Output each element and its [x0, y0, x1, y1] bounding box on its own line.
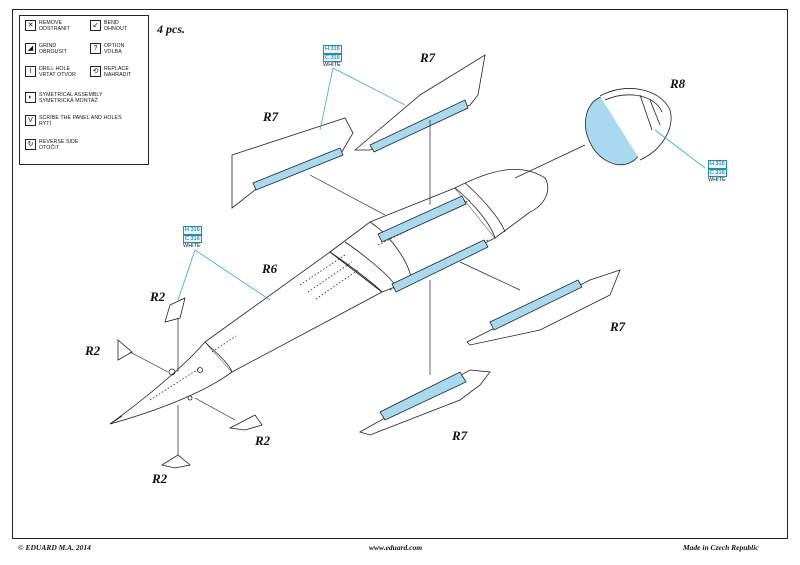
color-code-c: C 316: [183, 234, 202, 243]
missile-body: [109, 168, 549, 425]
scribe-icon: V: [25, 115, 36, 126]
legend-text: REMOVE: [39, 20, 63, 26]
r7-fin-top-center: [353, 54, 486, 153]
drill-hole-icon: ⌇: [25, 66, 36, 77]
replace-icon: ⟲: [90, 66, 101, 77]
color-callout-lines: [177, 67, 706, 301]
part-label-r2: R2: [150, 289, 166, 304]
r7-fin-bottom: [358, 369, 491, 436]
legend-text: OPTION: [104, 43, 125, 49]
color-code-h: H 316: [708, 160, 727, 169]
grind-icon: ◢: [25, 43, 36, 54]
r7-fin-top-left: [231, 117, 354, 209]
color-code-c: C 316: [323, 53, 342, 62]
symmetrical-assembly-icon: ◐: [25, 92, 36, 103]
option-icon: ?: [90, 43, 101, 54]
legend-text: ODSTRANIT: [39, 26, 70, 32]
remove-icon: ✕: [25, 20, 36, 31]
color-tag-top: H 316 C 316 WHITE: [323, 45, 342, 69]
legend-text: VRTAT OTVOR: [39, 72, 77, 78]
origin-text: Made in Czech Republic: [683, 543, 759, 552]
part-label-r2: R2: [152, 471, 168, 486]
color-code-h: H 316: [323, 45, 342, 54]
quantity-label: 4 pcs.: [157, 22, 185, 36]
part-label-r7: R7: [420, 50, 436, 65]
color-name: WHITE: [323, 62, 341, 68]
r7-fin-right: [466, 269, 621, 346]
legend-text: SYMETRICAL ASSEMBLY: [39, 92, 103, 98]
legend-text: OHNOUT: [104, 26, 128, 32]
reverse-side-icon: ↻: [25, 139, 36, 150]
body-highlight-strips: [377, 195, 489, 293]
legend-text: OTOČIT: [39, 145, 60, 151]
part-label-r8: R8: [670, 76, 686, 91]
legend-text: REPLACE: [104, 66, 129, 72]
legend-text: OBROUSIT: [39, 49, 67, 55]
color-code-h: H 316: [183, 226, 202, 235]
r2-fins: [117, 297, 263, 469]
bend-icon: ↙: [90, 20, 101, 31]
part-label-r7: R7: [610, 319, 626, 334]
color-name: WHITE: [708, 177, 726, 183]
part-label-r2: R2: [255, 433, 271, 448]
color-code-c: C 316: [708, 168, 727, 177]
legend-text: NAHRADIT: [104, 72, 132, 78]
color-name: WHITE: [183, 243, 201, 249]
legend-text: VOLBA: [104, 49, 122, 55]
legend-text: GRIND: [39, 43, 57, 49]
legend-text: BEND: [104, 20, 119, 26]
copyright-text: © EDUARD M.A. 2014: [18, 543, 91, 552]
assembly-arrows: [129, 120, 586, 455]
legend-text: SCRIBE THE PANEL AND HOLES: [39, 115, 122, 121]
legend-text: DRILL HOLE: [39, 66, 71, 72]
r8-end-cap: [585, 88, 672, 166]
part-label-r7: R7: [452, 428, 468, 443]
legend-text: REVERSE SIDE: [39, 139, 79, 145]
color-tag-left: H 316 C 316 WHITE: [183, 226, 202, 250]
part-label-r6: R6: [262, 261, 278, 276]
sheet-border: [12, 9, 788, 539]
legend-text: RYTÍ: [39, 121, 52, 127]
part-label-r2: R2: [85, 343, 101, 358]
website-text: www.eduard.com: [369, 543, 423, 552]
part-label-r7: R7: [263, 109, 279, 124]
legend-text: SYMETRICKÁ MONTÁŽ: [39, 98, 98, 104]
color-tag-right: H 316 C 316 WHITE: [708, 160, 727, 184]
